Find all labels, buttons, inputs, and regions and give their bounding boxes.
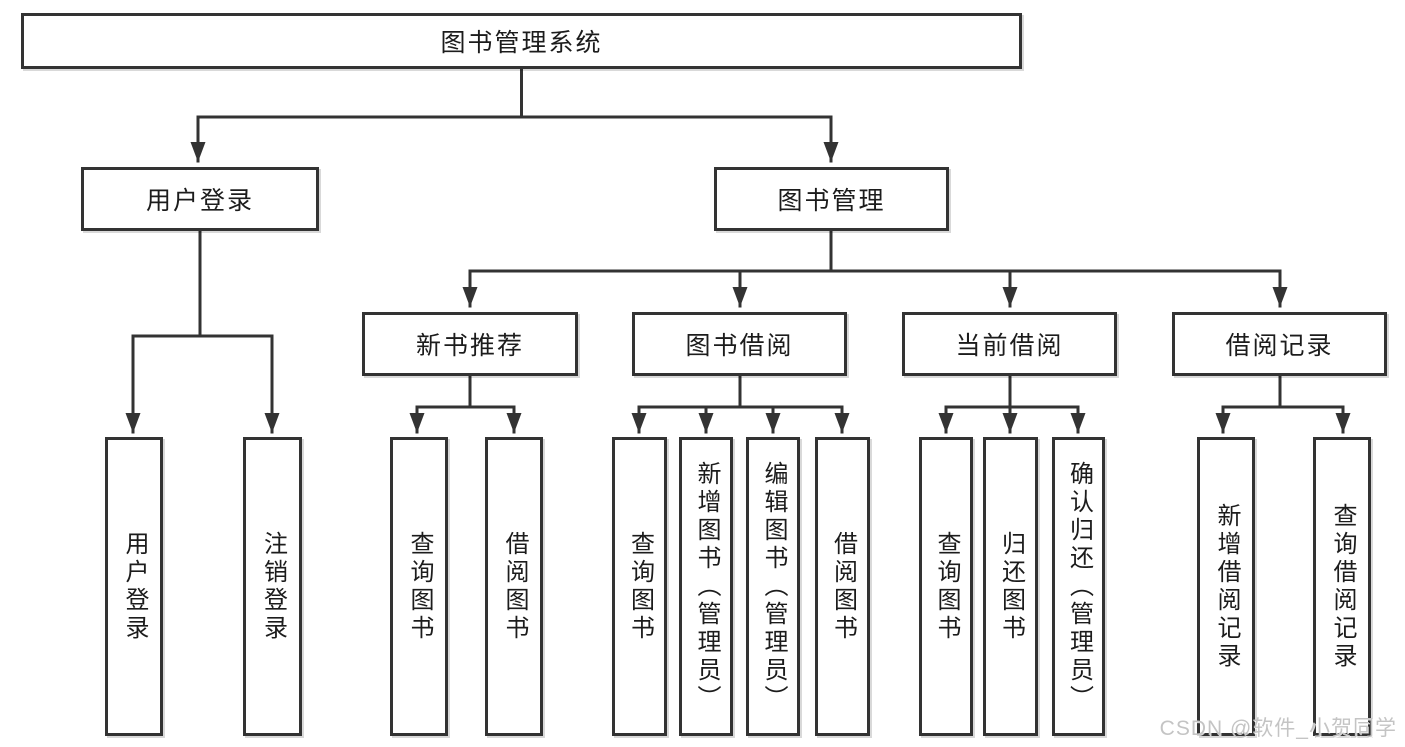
leaf-query-book-recommend-label: 查询图书 [406,530,433,643]
leaf-borrow-book-recommend: 借阅图书 [485,437,543,736]
leaf-user-login-label: 用户登录 [121,530,148,643]
node-root-label: 图书管理系统 [440,29,603,57]
leaf-query-book-current: 查询图书 [919,437,973,736]
leaf-edit-book-admin: 编辑图书（管理员） [746,437,800,736]
node-root: 图书管理系统 [21,13,1022,69]
node-current-borrow: 当前借阅 [902,312,1117,376]
csdn-watermark: CSDN @软件_小贺同学 [1159,717,1397,740]
node-current-borrow-label: 当前借阅 [955,332,1064,360]
node-new-book-recommend: 新书推荐 [362,312,578,376]
leaf-user-login: 用户登录 [105,437,163,736]
leaf-query-borrow-record: 查询借阅记录 [1313,437,1371,736]
leaf-borrow-book-recommend-label: 借阅图书 [501,530,528,643]
leaf-borrow-book-label: 借阅图书 [829,530,857,643]
node-new-book-recommend-label: 新书推荐 [415,332,524,360]
leaf-confirm-return-admin-label: 确认归还（管理员） [1065,460,1093,713]
node-borrow-records-label: 借阅记录 [1225,332,1334,360]
leaf-return-book: 归还图书 [983,437,1038,736]
leaf-logout-label: 注销登录 [259,530,287,643]
leaf-query-borrow-record-label: 查询借阅记录 [1329,502,1356,671]
leaf-return-book-label: 归还图书 [997,530,1025,643]
leaf-edit-book-admin-label: 编辑图书（管理员） [760,460,787,713]
leaf-confirm-return-admin: 确认归还（管理员） [1052,437,1105,736]
leaf-borrow-book: 借阅图书 [815,437,870,736]
leaf-query-book-borrow: 查询图书 [612,437,667,736]
leaf-query-book-current-label: 查询图书 [933,530,960,643]
node-user-login-label: 用户登录 [145,187,254,215]
node-borrow-records: 借阅记录 [1172,312,1387,376]
leaf-add-borrow-record: 新增借阅记录 [1197,437,1255,736]
leaf-query-book-recommend: 查询图书 [390,437,448,736]
node-book-management: 图书管理 [714,167,949,231]
leaf-add-book-admin: 新增图书（管理员） [679,437,733,736]
node-book-borrow-label: 图书借阅 [685,332,794,360]
node-book-management-label: 图书管理 [777,187,886,215]
leaf-query-book-borrow-label: 查询图书 [626,530,654,643]
node-book-borrow: 图书借阅 [632,312,847,376]
node-user-login: 用户登录 [81,167,319,231]
leaf-add-borrow-record-label: 新增借阅记录 [1213,502,1240,671]
leaf-logout: 注销登录 [243,437,302,736]
leaf-add-book-admin-label: 新增图书（管理员） [693,460,720,713]
